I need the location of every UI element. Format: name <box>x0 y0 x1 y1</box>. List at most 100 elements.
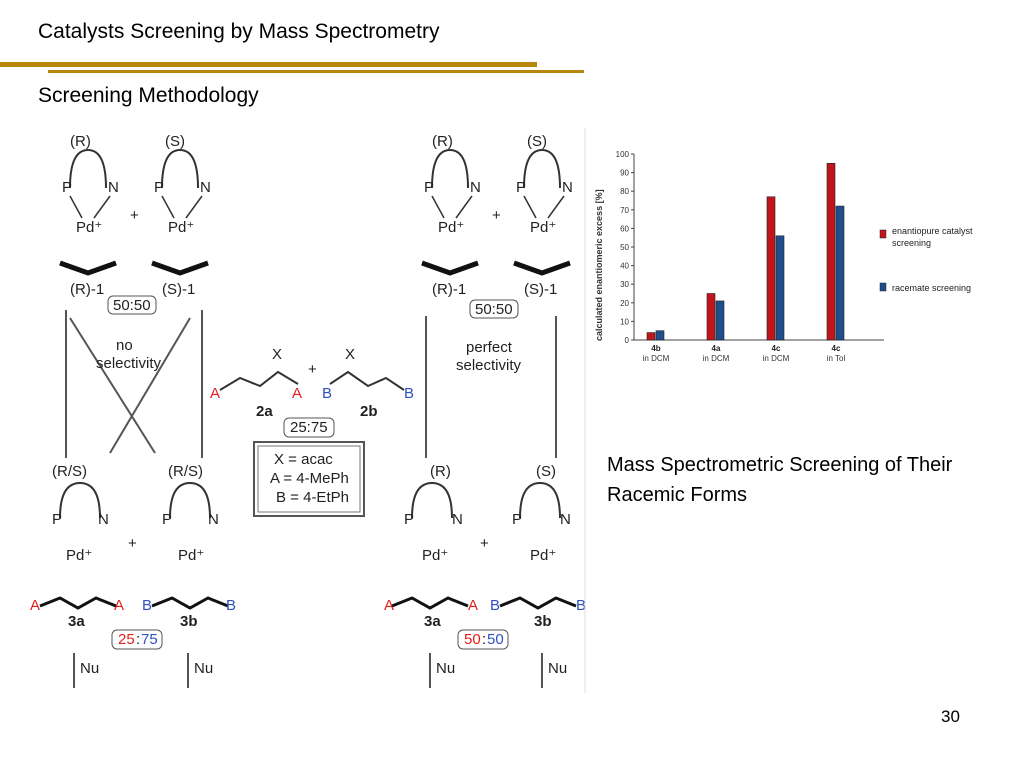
chart-bar-racemate <box>655 330 665 341</box>
left-p-3: P <box>52 511 62 528</box>
left-n-1: N <box>108 179 119 196</box>
left-p-4: P <box>162 511 172 528</box>
right-n-4: N <box>560 511 571 528</box>
right-plus-bottom: + <box>480 535 489 552</box>
right-label-r1: (R)-1 <box>432 281 466 298</box>
right-label-s1: (S)-1 <box>524 281 557 298</box>
chart-bar-enantiopure <box>646 332 656 341</box>
left-pd-4: Pd⁺ <box>178 547 204 564</box>
chart-y-tick-label: 30 <box>620 280 629 289</box>
chart-y-axis-title: calculated enantiomeric excess [%] <box>594 189 604 341</box>
chart-y-tick-label: 100 <box>616 150 630 159</box>
right-label-3a: 3a <box>424 613 441 630</box>
chart-x-category-label: 4c <box>832 344 841 353</box>
right-b-2: B <box>576 597 586 614</box>
left-n-4: N <box>208 511 219 528</box>
left-ratio-5050: 50:50 <box>113 297 151 314</box>
center-b-1: B <box>322 385 332 402</box>
title-rule-top <box>0 62 537 67</box>
chart-y-tick-label: 20 <box>620 299 629 308</box>
svg-text::: : <box>136 631 140 648</box>
slide-caption: Mass Spectrometric Screening of Their Ra… <box>607 454 953 506</box>
left-pd-2: Pd⁺ <box>168 219 194 236</box>
slide-subtitle: Screening Methodology <box>38 84 259 107</box>
left-a-1: A <box>30 597 40 614</box>
left-label-r1: (R)-1 <box>70 281 104 298</box>
right-note-line1: perfect <box>466 339 513 356</box>
right-pd-2: Pd⁺ <box>530 219 556 236</box>
right-a-2: A <box>468 597 478 614</box>
right-ratio-5050: 50:50 <box>475 301 513 318</box>
chart-y-tick-label: 0 <box>625 336 630 345</box>
chart-x-category-sublabel: in Tol <box>827 354 846 363</box>
chart-x-category-sublabel: in DCM <box>763 354 790 363</box>
right-b-1: B <box>490 597 500 614</box>
left-cat-r-label: (R) <box>70 133 91 150</box>
left-ratio-b: 75 <box>141 631 158 648</box>
left-note-line2: selectivity <box>96 355 162 372</box>
left-b-2: B <box>226 597 236 614</box>
chart-legend-label: enantiopure catalyst <box>892 226 973 236</box>
center-x-2: X <box>345 346 355 363</box>
right-n-2: N <box>562 179 573 196</box>
left-b-1: B <box>142 597 152 614</box>
right-cat-s-label: (S) <box>527 133 547 150</box>
chart-bar-enantiopure <box>826 162 836 341</box>
center-legend-2: A = 4-MePh <box>270 470 349 487</box>
right-prod-r: (R) <box>430 463 451 480</box>
left-pd-1: Pd⁺ <box>76 219 102 236</box>
right-p-1: P <box>424 179 434 196</box>
right-cat-r-label: (R) <box>432 133 453 150</box>
left-label-s1: (S)-1 <box>162 281 195 298</box>
left-note-line1: no <box>116 337 133 354</box>
center-ratio: 25:75 <box>290 419 328 436</box>
right-pd-1: Pd⁺ <box>438 219 464 236</box>
left-label-3a: 3a <box>68 613 85 630</box>
center-label-2b: 2b <box>360 403 378 420</box>
left-prod-rs-2: (R/S) <box>168 463 203 480</box>
chart-x-category-label: 4c <box>772 344 781 353</box>
chart-x-category-label: 4b <box>651 344 660 353</box>
page-number: 30 <box>941 707 960 726</box>
center-plus: + <box>308 361 317 378</box>
title-rule-bottom <box>48 70 584 73</box>
chart-y-tick-label: 80 <box>620 187 629 196</box>
left-p-1: P <box>62 179 72 196</box>
chart-x-category-label: 4a <box>712 344 721 353</box>
chart-legend-swatch <box>879 229 887 239</box>
right-p-2: P <box>516 179 526 196</box>
center-b-2: B <box>404 385 414 402</box>
left-p-2: P <box>154 179 164 196</box>
right-nu-1: Nu <box>436 660 455 677</box>
right-label-3b: 3b <box>534 613 552 630</box>
left-cat-s-label: (S) <box>165 133 185 150</box>
right-n-3: N <box>452 511 463 528</box>
chart-y-tick-label: 90 <box>620 169 629 178</box>
left-plus-bottom: + <box>128 535 137 552</box>
chart-legend-label: racemate screening <box>892 283 971 293</box>
chart-x-category-sublabel: in DCM <box>703 354 730 363</box>
left-ratio-a: 25 <box>118 631 135 648</box>
reaction-scheme-figure: (R) (S) P N P N Pd⁺ Pd⁺ + (R)-1 (S)-1 50… <box>30 128 586 693</box>
left-a-2: A <box>114 597 124 614</box>
chart-bar-enantiopure <box>706 293 716 341</box>
left-n-3: N <box>98 511 109 528</box>
center-a-1: A <box>210 385 220 402</box>
chart-y-tick-label: 40 <box>620 262 629 271</box>
right-ratio-a: 50 <box>464 631 481 648</box>
chart-y-tick-label: 50 <box>620 243 629 252</box>
chart-legend-swatch <box>879 282 887 292</box>
slide-title: Catalysts Screening by Mass Spectrometry <box>38 20 440 43</box>
center-label-2a: 2a <box>256 403 273 420</box>
left-pd-3: Pd⁺ <box>66 547 92 564</box>
center-legend-1: X = acac <box>274 451 333 468</box>
center-a-2: A <box>292 385 302 402</box>
center-x-1: X <box>272 346 282 363</box>
enantiomeric-excess-chart: calculated enantiomeric excess [%] 01020… <box>594 150 973 363</box>
chart-bar-racemate <box>835 205 845 341</box>
chart-bar-racemate <box>715 300 725 341</box>
left-nu-1: Nu <box>80 660 99 677</box>
right-prod-s: (S) <box>536 463 556 480</box>
chart-legend-label: screening <box>892 238 931 248</box>
left-prod-rs-1: (R/S) <box>52 463 87 480</box>
